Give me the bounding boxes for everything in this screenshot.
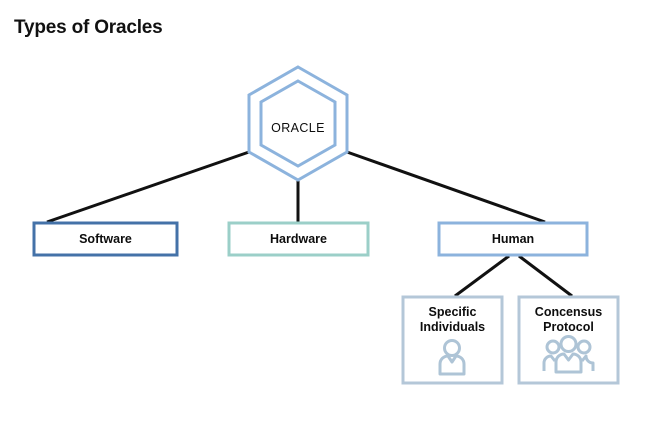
edge-oracle-human (346, 150, 546, 224)
edge-oracle-software (46, 150, 250, 224)
page-title: Types of Oracles (14, 17, 163, 38)
node-human-box[interactable] (437, 221, 589, 257)
edge-human-concensus-protocol (518, 254, 573, 298)
connector-group (46, 150, 573, 298)
oracle-hexagon-inner (259, 79, 337, 168)
single-person-icon (438, 339, 466, 376)
oracle-hexagon-node[interactable] (247, 65, 349, 182)
node-concensus-protocol-box[interactable] (517, 295, 620, 385)
group-of-people-icon (542, 335, 595, 374)
edge-human-specific-individuals (454, 254, 510, 298)
node-hardware-box[interactable] (227, 221, 370, 257)
node-software-box[interactable] (32, 221, 179, 257)
